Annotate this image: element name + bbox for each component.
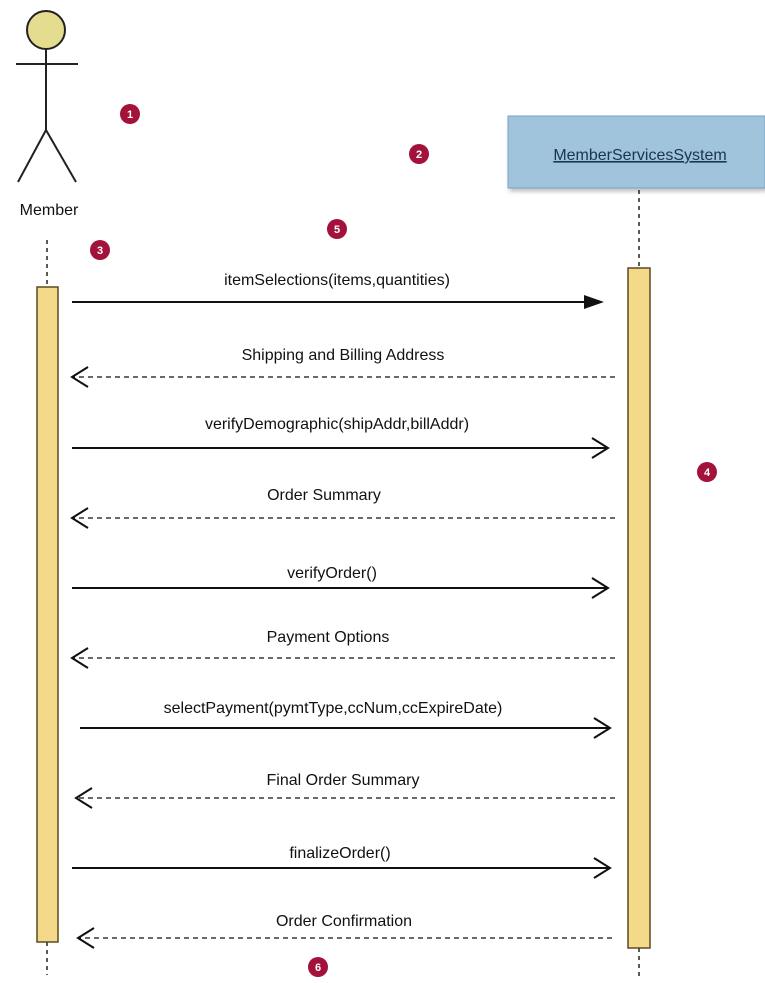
badge-circle xyxy=(409,144,429,164)
arrowhead-open xyxy=(591,437,610,459)
message-list: itemSelections(items,quantities) Shippin… xyxy=(70,272,615,949)
arrowhead-filled xyxy=(584,295,604,309)
message-label: Payment Options xyxy=(267,629,390,646)
message-label: Order Summary xyxy=(267,487,381,504)
member-activation-bar xyxy=(36,286,59,943)
arrowhead xyxy=(593,857,612,879)
callout-badge-1: 1 xyxy=(120,104,140,124)
message-7: selectPayment(pymtType,ccNum,ccExpireDat… xyxy=(80,700,612,739)
badge-number: 1 xyxy=(127,109,133,121)
message-8: Final Order Summary xyxy=(74,772,615,809)
message-1: itemSelections(items,quantities) xyxy=(72,272,604,309)
badge-circle xyxy=(120,104,140,124)
callout-badge-4: 4 xyxy=(697,462,717,482)
message-5: verifyOrder() xyxy=(72,565,610,599)
message-label: verifyOrder() xyxy=(287,565,377,582)
arrowhead xyxy=(584,295,604,309)
message-label: Shipping and Billing Address xyxy=(242,347,445,364)
arrowhead-open xyxy=(593,717,612,739)
message-2: Shipping and Billing Address xyxy=(70,347,615,388)
arrowhead-open xyxy=(591,577,610,599)
arrowhead xyxy=(74,787,93,809)
actor-label: Member xyxy=(20,202,79,219)
message-label: selectPayment(pymtType,ccNum,ccExpireDat… xyxy=(164,700,503,717)
badge-number: 4 xyxy=(704,467,711,479)
message-label: Final Order Summary xyxy=(267,772,420,789)
arrowhead xyxy=(70,647,89,669)
message-6: Payment Options xyxy=(70,629,615,669)
badge-circle xyxy=(327,219,347,239)
badge-circle xyxy=(90,240,110,260)
actor-right-leg xyxy=(45,129,77,183)
arrowhead xyxy=(591,577,610,599)
badge-number: 3 xyxy=(97,245,103,257)
arrowhead xyxy=(70,507,89,529)
callout-badge-3: 3 xyxy=(90,240,110,260)
system-label: MemberServicesSystem xyxy=(553,147,726,164)
message-label: Order Confirmation xyxy=(276,913,412,930)
badge-number: 2 xyxy=(416,149,422,161)
arrowhead xyxy=(76,927,95,949)
callout-badge-6: 6 xyxy=(308,957,328,977)
callout-badge-2: 2 xyxy=(409,144,429,164)
message-3: verifyDemographic(shipAddr,billAddr) xyxy=(72,416,610,459)
badge-circle xyxy=(697,462,717,482)
message-label: verifyDemographic(shipAddr,billAddr) xyxy=(205,416,469,433)
system-lifeline-head: MemberServicesSystem xyxy=(507,115,765,189)
message-4: Order Summary xyxy=(70,487,615,529)
badge-number: 5 xyxy=(334,224,340,236)
message-label: finalizeOrder() xyxy=(289,845,390,862)
actor-left-leg xyxy=(17,129,47,183)
badge-number: 6 xyxy=(315,962,321,974)
arrowhead xyxy=(593,717,612,739)
badge-circle xyxy=(308,957,328,977)
arrowhead xyxy=(591,437,610,459)
message-10: Order Confirmation xyxy=(76,913,612,949)
arrowhead-open xyxy=(70,507,89,529)
arrowhead-open xyxy=(74,787,93,809)
message-9: finalizeOrder() xyxy=(72,845,612,879)
system-activation-bar xyxy=(627,267,651,949)
callout-badge-5: 5 xyxy=(327,219,347,239)
arrowhead-open xyxy=(70,647,89,669)
arrowhead-open xyxy=(593,857,612,879)
arrowhead-open xyxy=(76,927,95,949)
message-label: itemSelections(items,quantities) xyxy=(224,272,450,289)
member-actor: Member xyxy=(16,10,79,219)
arrowhead-open xyxy=(70,366,89,388)
actor-head xyxy=(26,10,66,50)
system-box xyxy=(507,115,765,189)
arrowhead xyxy=(70,366,89,388)
